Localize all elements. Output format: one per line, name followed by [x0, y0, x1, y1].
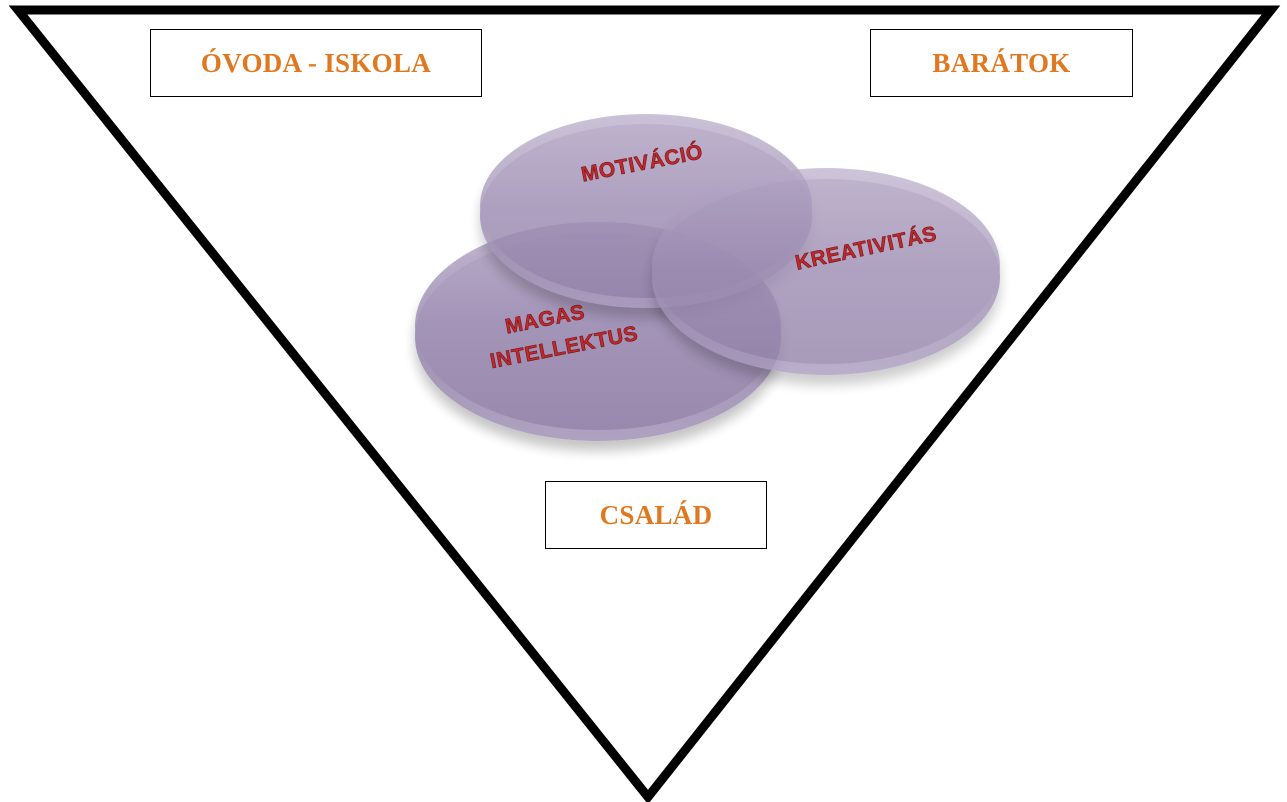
triangle-outline: [8, 5, 1281, 802]
label-family-text: CSALÁD: [599, 499, 713, 530]
label-school: ÓVODA - ISKOLA: [150, 29, 482, 97]
disc-creativity: [652, 168, 1000, 375]
label-friends-text: BARÁTOK: [932, 47, 1071, 78]
label-friends: BARÁTOK: [870, 29, 1133, 97]
label-family: CSALÁD: [545, 481, 767, 549]
label-school-text: ÓVODA - ISKOLA: [200, 47, 432, 78]
